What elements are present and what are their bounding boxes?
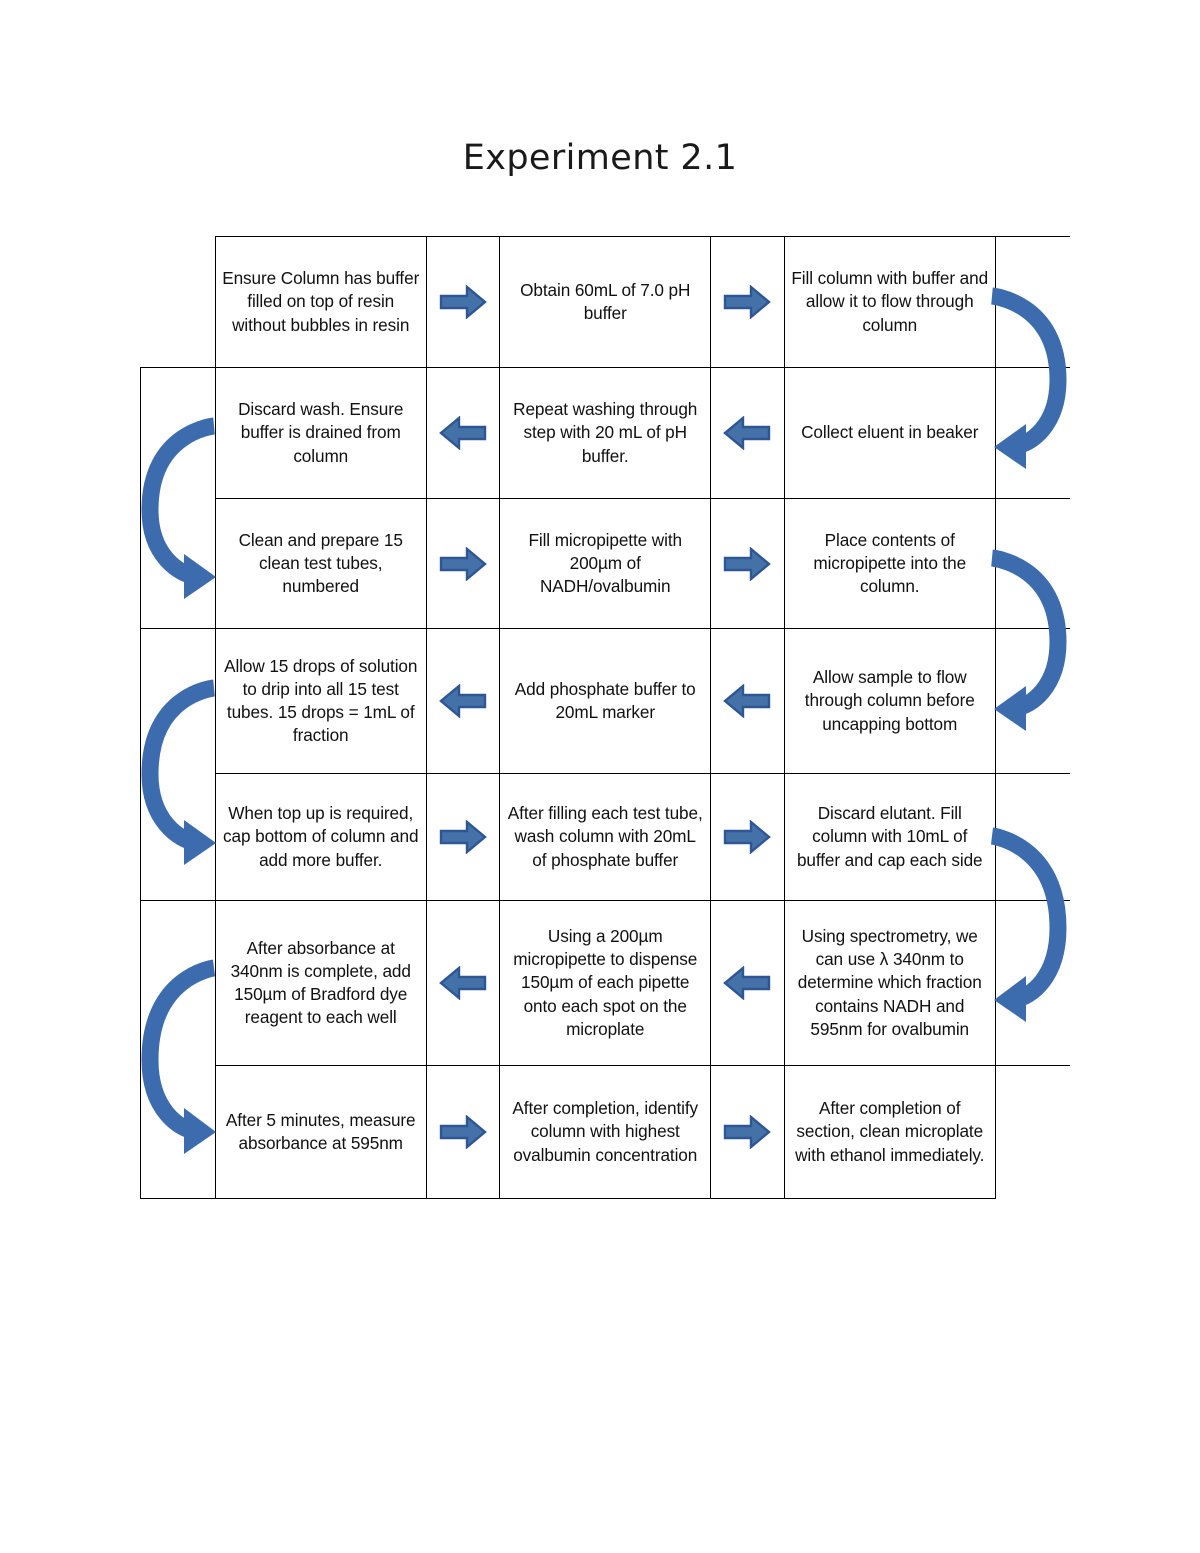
step-cell-19: After 5 minutes, measure absorbance at 5… (214, 1065, 427, 1199)
arrow-cell-r4-a (425, 628, 501, 774)
edge-cell-left-r6 (140, 900, 216, 1066)
table-row: Ensure Column has buffer filled on top o… (141, 236, 1070, 368)
edge-cell-right-r7 (995, 1066, 1070, 1199)
arrow-right-icon (724, 285, 772, 319)
step-cell-15: Discard elutant. Fill column with 10mL o… (783, 773, 996, 901)
step-cell-20: After completion, identify column with h… (499, 1065, 712, 1199)
arrow-cell-r3-b (710, 498, 785, 629)
arrow-right-icon (439, 1115, 487, 1149)
step-cell-2: Obtain 60mL of 7.0 pH buffer (499, 236, 712, 368)
edge-cell-left-r4 (140, 628, 216, 774)
arrow-left-icon (723, 966, 771, 1000)
edge-cell-left-r5 (140, 773, 216, 901)
edge-cell-right-r4 (994, 628, 1070, 774)
arrow-cell-r7-a (425, 1065, 501, 1199)
arrow-cell-r5-a (425, 773, 501, 901)
step-cell-10: Allow sample to flow through column befo… (783, 628, 996, 774)
arrow-left-icon (439, 684, 487, 718)
edge-cell-left-r1 (141, 237, 216, 368)
step-cell-13: When top up is required, cap bottom of c… (214, 773, 427, 901)
edge-cell-right-r1 (994, 236, 1070, 368)
step-cell-7: Clean and prepare 15 clean test tubes, n… (214, 498, 427, 629)
table-row: When top up is required, cap bottom of c… (140, 773, 1070, 901)
arrow-right-icon (724, 820, 772, 854)
step-cell-12: Allow 15 drops of solution to drip into … (214, 628, 427, 774)
table-row: Allow 15 drops of solution to drip into … (140, 628, 1070, 774)
edge-cell-left-r7 (140, 1065, 216, 1199)
step-cell-16: Using spectrometry, we can use λ 340nm t… (783, 900, 996, 1066)
arrow-cell-r4-b (710, 628, 785, 774)
arrow-right-icon (724, 546, 772, 581)
table-row: After 5 minutes, measure absorbance at 5… (140, 1065, 1071, 1199)
arrow-cell-r7-b (710, 1065, 785, 1199)
edge-cell-left-r3 (140, 498, 216, 629)
step-cell-17: Using a 200µm micropipette to dispense 1… (499, 900, 712, 1066)
arrow-cell-r6-b (710, 900, 785, 1066)
step-cell-5: Repeat washing through step with 20 mL o… (499, 367, 712, 499)
step-cell-21: After completion of section, clean micro… (783, 1065, 996, 1199)
arrow-cell-r5-b (710, 773, 785, 901)
arrow-cell-r2-b (710, 367, 785, 499)
flowchart: Ensure Column has buffer filled on top o… (140, 236, 1070, 1199)
arrow-left-icon (439, 966, 487, 1000)
step-cell-6: Discard wash. Ensure buffer is drained f… (214, 367, 427, 499)
arrow-right-icon (724, 1115, 772, 1149)
arrow-cell-r1-a (425, 236, 501, 368)
step-cell-8: Fill micropipette with 200µm of NADH/ova… (499, 498, 712, 629)
step-cell-18: After absorbance at 340nm is complete, a… (214, 900, 427, 1066)
arrow-left-icon (723, 684, 771, 718)
step-cell-1: Ensure Column has buffer filled on top o… (214, 236, 427, 368)
edge-cell-right-r6 (994, 900, 1070, 1066)
flow-table: Ensure Column has buffer filled on top o… (140, 236, 1070, 1199)
arrow-right-icon (439, 546, 487, 581)
step-cell-4: Collect eluent in beaker (783, 367, 996, 499)
edge-cell-left-r2 (140, 367, 216, 499)
arrow-cell-r3-a (425, 498, 501, 629)
page-title: Experiment 2.1 (462, 138, 738, 178)
step-cell-3: Fill column with buffer and allow it to … (783, 236, 996, 368)
arrow-left-icon (439, 416, 487, 450)
table-row: Discard wash. Ensure buffer is drained f… (140, 367, 1070, 499)
edge-cell-right-r5 (994, 773, 1070, 901)
arrow-cell-r2-a (425, 367, 501, 499)
table-row: Clean and prepare 15 clean test tubes, n… (140, 498, 1070, 629)
arrow-cell-r1-b (710, 236, 785, 368)
arrow-left-icon (723, 416, 771, 450)
step-cell-14: After filling each test tube, wash colum… (499, 773, 712, 901)
edge-cell-right-r2 (994, 367, 1070, 499)
edge-cell-right-r3 (994, 498, 1070, 629)
step-cell-11: Add phosphate buffer to 20mL marker (499, 628, 712, 774)
arrow-right-icon (439, 285, 487, 319)
table-row: After absorbance at 340nm is complete, a… (140, 900, 1070, 1066)
arrow-cell-r6-a (425, 900, 501, 1066)
arrow-right-icon (439, 820, 487, 854)
step-cell-9: Place contents of micropipette into the … (783, 498, 996, 629)
